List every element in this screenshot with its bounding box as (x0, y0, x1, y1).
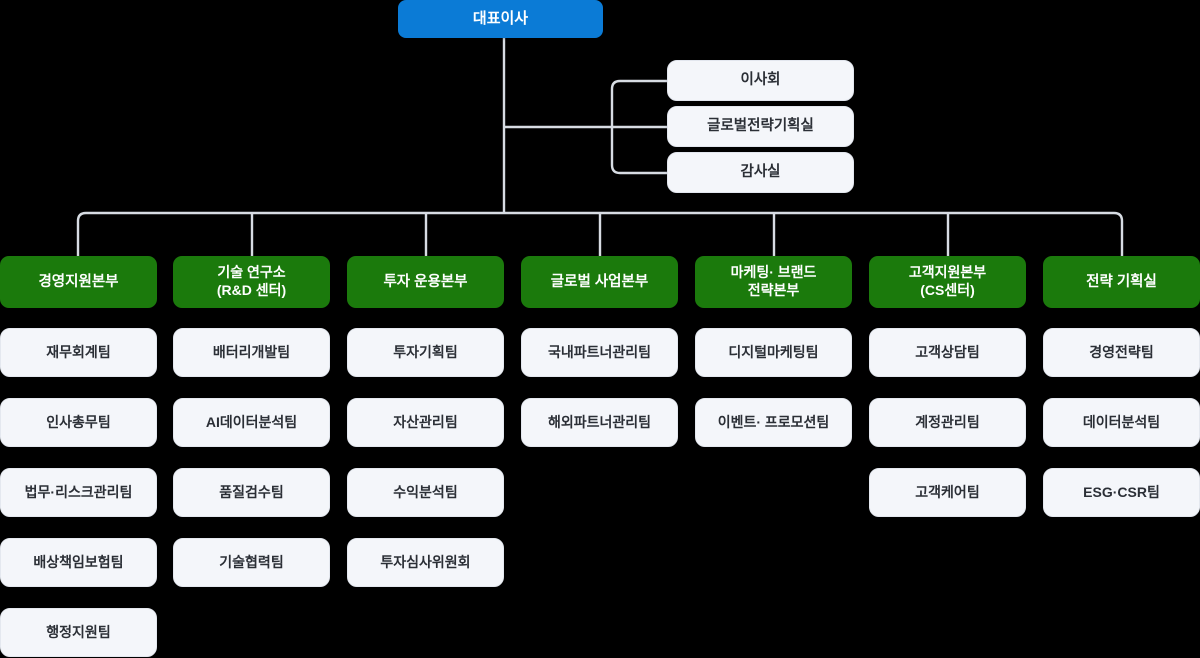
node-team-d2-t1[interactable]: 배터리개발팀 (173, 328, 330, 377)
node-team-d6-t3[interactable]: 고객케어팀 (869, 468, 1026, 517)
node-ceo[interactable]: 대표이사 (398, 0, 603, 38)
node-team-d7-t3[interactable]: ESG·CSR팀 (1043, 468, 1200, 517)
node-staff-board[interactable]: 이사회 (667, 60, 854, 101)
node-team-d4-t1[interactable]: 국내파트너관리팀 (521, 328, 678, 377)
node-division-strategy-planning[interactable]: 전략 기획실 (1043, 256, 1200, 308)
node-team-d7-t1[interactable]: 경영전략팀 (1043, 328, 1200, 377)
node-team-d2-t3[interactable]: 품질검수팀 (173, 468, 330, 517)
node-team-d6-t1[interactable]: 고객상담팀 (869, 328, 1026, 377)
node-division-management-support[interactable]: 경영지원본부 (0, 256, 157, 308)
node-team-d2-t2[interactable]: AI데이터분석팀 (173, 398, 330, 447)
node-team-d1-t3[interactable]: 법무·리스크관리팀 (0, 468, 157, 517)
connector-staff-bus (610, 79, 672, 175)
node-division-rnd-center[interactable]: 기술 연구소 (R&D 센터) (173, 256, 330, 308)
node-team-d5-t2[interactable]: 이벤트· 프로모션팀 (695, 398, 852, 447)
node-team-d1-t4[interactable]: 배상책임보험팀 (0, 538, 157, 587)
node-team-d1-t1[interactable]: 재무회계팀 (0, 328, 157, 377)
node-division-investment-operations[interactable]: 투자 운용본부 (347, 256, 504, 308)
node-team-d3-t4[interactable]: 투자심사위원회 (347, 538, 504, 587)
node-division-marketing-brand-strategy[interactable]: 마케팅· 브랜드 전략본부 (695, 256, 852, 308)
node-team-d1-t5[interactable]: 행정지원팀 (0, 608, 157, 657)
node-team-d4-t2[interactable]: 해외파트너관리팀 (521, 398, 678, 447)
connector-main-bus (76, 211, 1124, 256)
node-division-customer-support-cs[interactable]: 고객지원본부 (CS센터) (869, 256, 1026, 308)
node-team-d3-t3[interactable]: 수익분석팀 (347, 468, 504, 517)
node-staff-audit[interactable]: 감사실 (667, 152, 854, 193)
node-team-d7-t2[interactable]: 데이터분석팀 (1043, 398, 1200, 447)
node-team-d3-t1[interactable]: 투자기획팀 (347, 328, 504, 377)
node-team-d5-t1[interactable]: 디지털마케팅팀 (695, 328, 852, 377)
node-division-global-business[interactable]: 글로벌 사업본부 (521, 256, 678, 308)
node-team-d1-t2[interactable]: 인사총무팀 (0, 398, 157, 447)
node-staff-global-strategy[interactable]: 글로벌전략기획실 (667, 106, 854, 147)
node-team-d3-t2[interactable]: 자산관리팀 (347, 398, 504, 447)
node-team-d6-t2[interactable]: 계정관리팀 (869, 398, 1026, 447)
node-team-d2-t4[interactable]: 기술협력팀 (173, 538, 330, 587)
